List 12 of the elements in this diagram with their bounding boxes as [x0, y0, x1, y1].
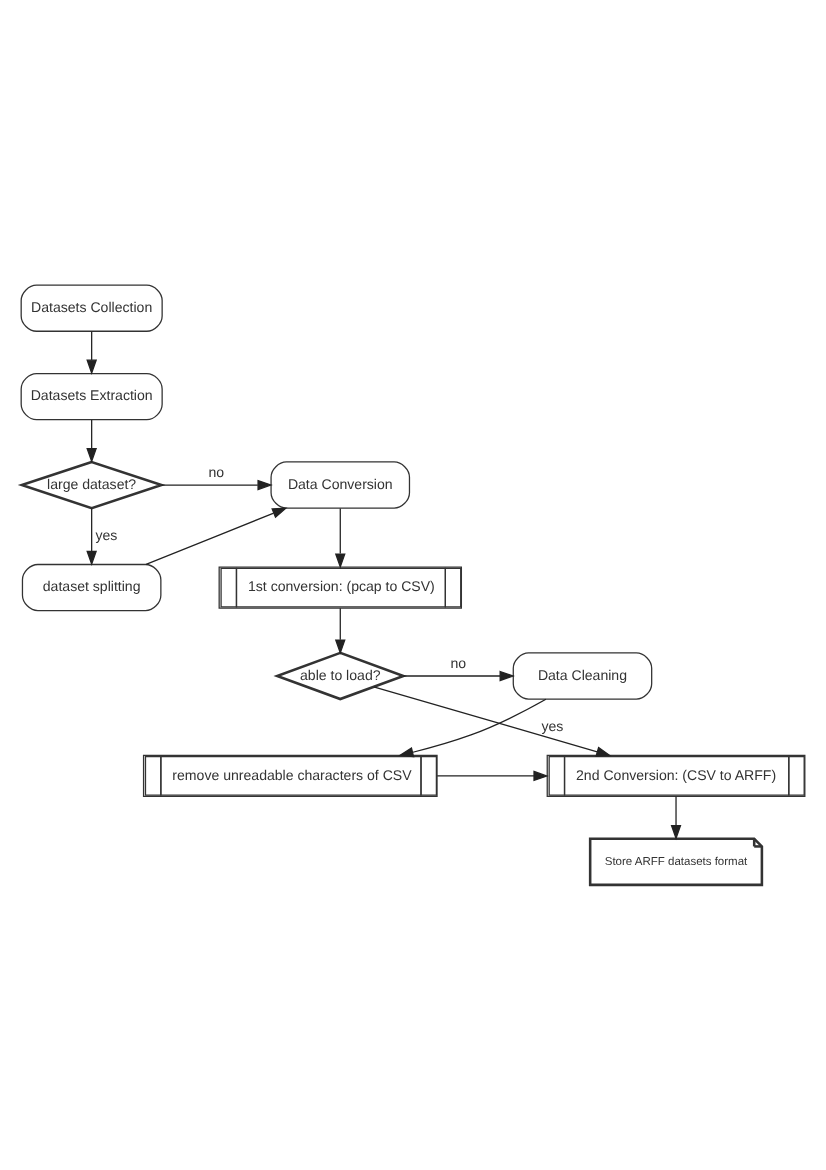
arrow: [86, 330, 98, 375]
arrow: [402, 670, 515, 682]
arrow: [86, 419, 98, 464]
arrow: [373, 686, 612, 757]
arrow: [160, 479, 273, 491]
arrow: [398, 698, 547, 758]
arrow: [334, 507, 346, 569]
arrow: [436, 770, 549, 782]
arrow: [670, 795, 682, 841]
arrow: [145, 507, 288, 566]
arrow: [334, 607, 346, 655]
arrow: [86, 507, 98, 567]
